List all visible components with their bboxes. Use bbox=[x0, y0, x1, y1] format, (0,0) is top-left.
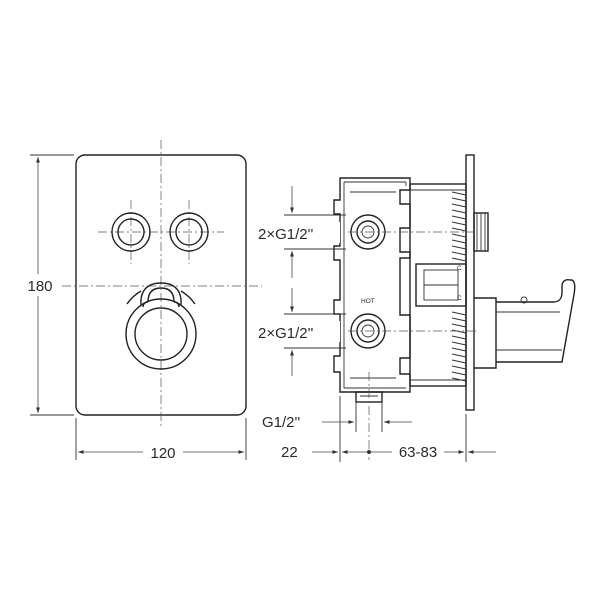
front-view: 180 120 bbox=[22, 140, 262, 462]
width-dimension: 120 bbox=[75, 418, 247, 462]
depth-label: 22 bbox=[281, 444, 298, 461]
thread-ring bbox=[451, 371, 467, 376]
thread-ring bbox=[451, 215, 467, 220]
outlet-label: G1/2'' bbox=[262, 414, 300, 431]
svg-text:C: C bbox=[457, 265, 462, 272]
thread-ring bbox=[451, 209, 467, 214]
right-push-button bbox=[169, 212, 209, 252]
thread-ring bbox=[451, 227, 467, 232]
height-dimension: 180 bbox=[22, 154, 74, 416]
thread-ring bbox=[451, 257, 467, 262]
hot-marking: HOT bbox=[361, 298, 375, 305]
wall-range-label: 63-83 bbox=[399, 444, 437, 461]
valve-body: C C bbox=[333, 177, 467, 393]
knob-right-arc bbox=[180, 290, 196, 305]
thread-ring bbox=[451, 251, 467, 256]
height-label: 180 bbox=[27, 278, 52, 295]
outlet-dimension: G1/2'' bbox=[262, 398, 412, 432]
thread-ring bbox=[451, 323, 467, 328]
thread-ring bbox=[451, 335, 467, 340]
svg-text:C: C bbox=[457, 295, 462, 302]
upper-connection-label: 2×G1/2'' bbox=[258, 226, 313, 243]
thread-ring bbox=[451, 203, 467, 208]
thread-ring bbox=[451, 233, 467, 238]
thermostatic-handle bbox=[474, 279, 576, 369]
thread-ring bbox=[451, 347, 467, 352]
thread-ring bbox=[451, 377, 467, 382]
thread-ring bbox=[451, 317, 467, 322]
lower-connection-label: 2×G1/2'' bbox=[258, 325, 313, 342]
wall-plate bbox=[465, 154, 475, 411]
thread-ring bbox=[451, 329, 467, 334]
thread-ring bbox=[451, 341, 467, 346]
lower-connection-dimension: 2×G1/2'' bbox=[256, 288, 346, 376]
thread-ring bbox=[451, 197, 467, 202]
thread-rings bbox=[451, 191, 467, 382]
left-push-button bbox=[111, 212, 151, 252]
upper-connection-dimension: 2×G1/2'' bbox=[256, 186, 346, 278]
thermostatic-knob bbox=[125, 282, 197, 370]
width-label: 120 bbox=[150, 445, 175, 462]
thread-ring bbox=[451, 239, 467, 244]
thread-ring bbox=[451, 191, 467, 196]
knob-left-arc bbox=[126, 290, 142, 305]
control-knob-stub bbox=[473, 212, 489, 252]
thread-ring bbox=[451, 221, 467, 226]
thread-ring bbox=[451, 311, 467, 316]
thread-ring bbox=[451, 353, 467, 358]
depth-dimension: 22 63-83 bbox=[281, 396, 496, 462]
thread-ring bbox=[451, 365, 467, 370]
thread-ring bbox=[451, 359, 467, 364]
thread-ring bbox=[451, 245, 467, 250]
side-view: C C HOT bbox=[256, 154, 576, 462]
